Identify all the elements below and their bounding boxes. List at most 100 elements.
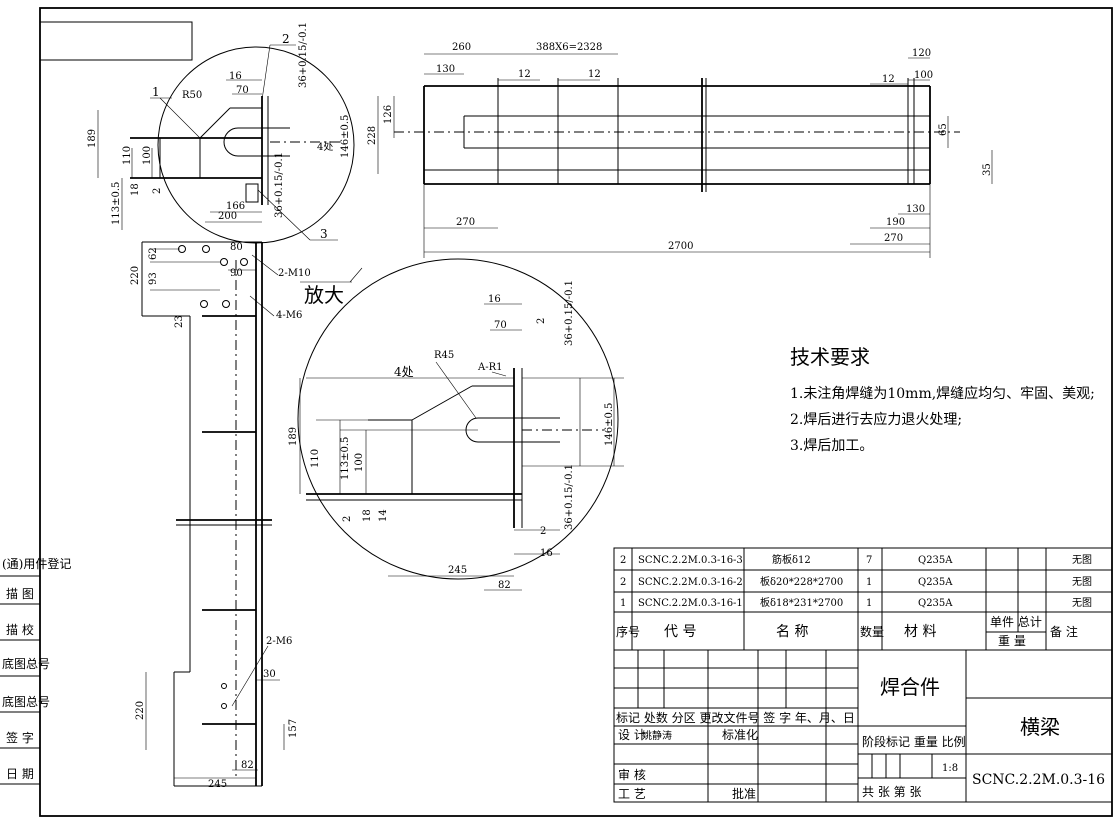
dim-label: 100 bbox=[354, 453, 365, 472]
side-view: 62 93 80 90 220 23 2-M10 4-M6 2-M6 30 22… bbox=[130, 241, 311, 790]
bom-note: 无图 bbox=[1072, 576, 1092, 588]
dim-label: 146±0.5 bbox=[604, 403, 615, 446]
dim-label: 36+0.15/-0.1 bbox=[298, 22, 309, 88]
detail-marker-1: 1 bbox=[152, 85, 160, 99]
dim-label: 36+0.15/-0.1 bbox=[564, 464, 575, 530]
design-label: 设 计 bbox=[618, 728, 646, 742]
bom-header-name: 名 称 bbox=[776, 624, 808, 640]
strip-label: 底图总号 bbox=[2, 694, 50, 709]
dim-label: 146±0.5 bbox=[340, 115, 351, 158]
assembly-name: 焊合件 bbox=[880, 675, 940, 699]
dim-label: 30 bbox=[263, 669, 276, 680]
dim-label: 120 bbox=[912, 48, 931, 59]
bom-header-material: 材 料 bbox=[904, 624, 936, 640]
dim-label: 70 bbox=[236, 85, 249, 96]
dim-label: 126 bbox=[383, 105, 394, 124]
scale-value: 1:8 bbox=[942, 763, 958, 774]
dim-label: R45 bbox=[434, 350, 454, 361]
bom-qty: 1 bbox=[866, 577, 872, 588]
tech-item: 1.未注角焊缝为10mm,焊缝应均匀、牢固、美观; bbox=[790, 385, 1095, 402]
dim-label: 82 bbox=[241, 760, 254, 771]
dim-label: 388X6=2328 bbox=[536, 42, 602, 53]
strip-label: 底图总号 bbox=[2, 656, 50, 671]
bom-material: Q235A bbox=[918, 555, 953, 566]
dim-label: 36+0.15/-0.1 bbox=[564, 280, 575, 346]
dim-label: 12 bbox=[518, 69, 531, 80]
dim-label: 245 bbox=[208, 779, 227, 790]
dim-label: 260 bbox=[452, 42, 471, 53]
bom-header-seq: 序号 bbox=[616, 624, 640, 639]
dim-label: 220 bbox=[130, 266, 141, 285]
detail-marker-2: 2 bbox=[282, 32, 290, 46]
bom-note: 无图 bbox=[1072, 597, 1092, 609]
dim-label: 4处 bbox=[394, 365, 414, 379]
dim-label: 200 bbox=[218, 211, 237, 222]
strip-label: (通)用件登记 bbox=[2, 556, 71, 571]
bom-code: SCNC.2.2M.0.3-16-2 bbox=[638, 577, 743, 588]
dim-label: 16 bbox=[488, 294, 501, 305]
part-name: 横梁 bbox=[1020, 715, 1060, 739]
dim-label: 16 bbox=[540, 548, 553, 559]
drawing-number: SCNC.2.2M.0.3-16 bbox=[972, 772, 1105, 788]
approve-label: 批准 bbox=[732, 786, 756, 801]
bom-name: 板δ18*231*2700 bbox=[760, 596, 843, 609]
process-label: 工 艺 bbox=[618, 787, 646, 801]
bom-code: SCNC.2.2M.0.3-16-3 bbox=[638, 555, 743, 566]
callout-2-m10: 2-M10 bbox=[278, 268, 311, 279]
front-view: 260 388X6=2328 130 12 12 120 100 12 228 … bbox=[367, 42, 993, 258]
dim-label: 35 bbox=[982, 163, 993, 176]
left-registration-strip: (通)用件登记 描 图 描 校 底图总号 底图总号 签 字 日 期 bbox=[0, 556, 71, 785]
top-detail-view: 1 2 3 16 70 R50 189 110 100 18 2 113±0.5… bbox=[87, 22, 355, 244]
detail-marker-3: 3 bbox=[320, 227, 328, 241]
dim-label: 110 bbox=[122, 146, 133, 165]
dim-label: 190 bbox=[886, 217, 905, 228]
dim-label: 36+0.15/-0.1 bbox=[274, 152, 285, 218]
strip-label: 描 图 bbox=[6, 587, 34, 601]
tech-title: 技术要求 bbox=[790, 345, 870, 369]
dim-label: 228 bbox=[367, 126, 378, 145]
title-block: 焊合件 横梁 SCNC.2.2M.0.3-16 1:8 标记 处数 分区 更改文… bbox=[613, 649, 1113, 803]
dim-label: 2 bbox=[342, 516, 353, 522]
dim-label: 270 bbox=[884, 233, 903, 244]
sheet-count: 共 张 第 张 bbox=[862, 785, 921, 799]
dim-label: 157 bbox=[288, 719, 299, 738]
bom-qty: 1 bbox=[866, 598, 872, 609]
dim-label: 12 bbox=[588, 69, 601, 80]
dim-label: 130 bbox=[436, 64, 455, 75]
zoom-label: 放大 bbox=[304, 283, 344, 307]
technical-requirements: 技术要求 1.未注角焊缝为10mm,焊缝应均匀、牢固、美观; 2.焊后进行去应力… bbox=[790, 345, 1095, 454]
dim-label: 113±0.5 bbox=[111, 182, 122, 225]
dim-label: 189 bbox=[87, 129, 98, 148]
dim-label: 166 bbox=[226, 201, 245, 212]
dim-label: 100 bbox=[142, 146, 153, 165]
bom-header-code: 代 号 bbox=[664, 624, 696, 640]
dim-label: 12 bbox=[882, 74, 895, 85]
dim-label: 18 bbox=[362, 509, 373, 522]
tech-item: 2.焊后进行去应力退火处理; bbox=[790, 411, 962, 428]
bom-material: Q235A bbox=[918, 598, 953, 609]
bom-code: SCNC.2.2M.0.3-16-1 bbox=[638, 598, 743, 609]
dim-label: 245 bbox=[448, 565, 467, 576]
dim-label: 90 bbox=[230, 268, 243, 279]
tech-item: 3.焊后加工。 bbox=[790, 438, 873, 454]
dim-label: 113±0.5 bbox=[340, 437, 351, 480]
strip-label: 签 字 bbox=[6, 730, 34, 745]
dim-label: 93 bbox=[148, 272, 159, 285]
bom-note: 无图 bbox=[1072, 554, 1092, 566]
bom-name: 筋板δ12 bbox=[772, 553, 811, 566]
dim-label: 2 bbox=[152, 188, 163, 194]
review-label: 审 核 bbox=[618, 767, 646, 782]
dim-label: 100 bbox=[914, 70, 933, 81]
dim-label: 270 bbox=[456, 217, 475, 228]
dim-label: 16 bbox=[229, 71, 242, 82]
stage-header: 阶段标记 重量 比例 bbox=[862, 734, 966, 749]
dim-label: R50 bbox=[182, 90, 202, 101]
bom-seq: 2 bbox=[620, 577, 626, 588]
dim-label: 65 bbox=[938, 123, 949, 136]
bom-header-weight: 单件 总计 bbox=[990, 615, 1042, 629]
dim-label: 70 bbox=[494, 320, 507, 331]
revision-header: 标记 处数 分区 更改文件号 签 字 年、月、日 bbox=[616, 710, 855, 725]
dim-label: 130 bbox=[906, 204, 925, 215]
callout-4-m6: 4-M6 bbox=[276, 310, 302, 321]
